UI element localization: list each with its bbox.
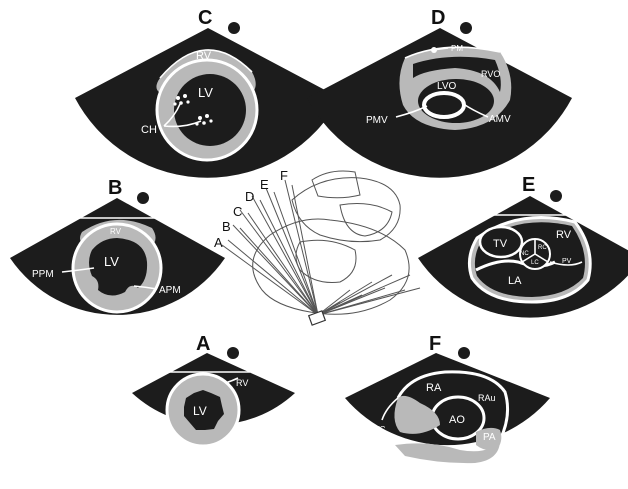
panel-e-letter: E [522, 174, 535, 196]
panel-f-label-lpa: LPA [433, 467, 449, 477]
plane-label-b: B [222, 219, 231, 234]
panel-e-label-rc: RC [538, 245, 547, 251]
panel-d-label-pm: PM [451, 44, 463, 53]
panel-a-label-rv: RV [236, 378, 248, 388]
panel-e-label-lc: LC [531, 260, 539, 266]
panel-b-label-lv: LV [104, 254, 119, 269]
plane-label-f: F [280, 168, 288, 183]
panel-c-probe-mark [228, 22, 240, 34]
panel-e-probe-mark [550, 190, 562, 202]
panel-e-label-pv: PV [562, 258, 572, 265]
transducer-icon [309, 311, 326, 325]
panel-f-label-ra: RA [426, 382, 442, 394]
panel-d-label-amv: AMV [489, 114, 511, 125]
panel-b: B RV LV PPM APM [10, 177, 225, 315]
heart-sketch [253, 171, 409, 314]
plane-label-e: E [260, 177, 269, 192]
panel-a-label-lv: LV [193, 404, 207, 418]
plane-label-d: D [245, 189, 254, 204]
panel-b-probe-mark [137, 192, 149, 204]
panel-a: A RV LV [132, 333, 295, 446]
panel-d: D PM RVO LVO PMV AMV [307, 7, 572, 178]
panel-d-label-rvo: RVO [481, 69, 500, 79]
panel-d-pm-dot [431, 47, 437, 53]
panel-f-label-ao: AO [449, 414, 465, 426]
panel-f-label-rau: RAu [478, 393, 496, 403]
panel-d-letter: D [431, 7, 445, 29]
panel-a-letter: A [196, 333, 210, 355]
panel-e-label-rv: RV [556, 229, 572, 241]
center-plane-diagram: A B C D E F [214, 168, 420, 325]
panel-e-label-nc: NC [520, 251, 529, 257]
panel-e: E TV RV NC RC LC LA PV [418, 174, 628, 318]
panel-f: F RA RAu AO PA CaVC RPA LPA [345, 333, 550, 477]
panel-e-label-la: LA [508, 275, 522, 287]
panel-f-letter: F [429, 333, 441, 355]
plane-label-c: C [233, 204, 242, 219]
panel-f-probe-mark [458, 347, 470, 359]
panel-f-label-cavc: CaVC [364, 425, 386, 434]
panel-c: C RV LV CH [75, 7, 340, 178]
panel-b-label-apm: APM [159, 285, 181, 296]
panel-f-label-rpa: RPA [376, 439, 394, 449]
panel-c-letter: C [198, 7, 212, 29]
panel-f-label-pa: PA [483, 432, 496, 443]
panel-c-label-ch: CH [141, 124, 157, 136]
panel-b-letter: B [108, 177, 122, 199]
plane-label-a: A [214, 235, 223, 250]
panel-d-label-lvo: LVO [437, 81, 456, 92]
panel-b-label-rv: RV [110, 227, 122, 236]
panel-b-label-ppm: PPM [32, 269, 54, 280]
panel-d-label-pmv: PMV [366, 115, 388, 126]
panel-e-label-tv: TV [493, 238, 508, 250]
panel-a-probe-mark [227, 347, 239, 359]
panel-c-label-lv: LV [198, 85, 213, 100]
panel-d-mitral-orifice [429, 97, 459, 113]
panel-c-label-rv: RV [196, 50, 212, 62]
panel-d-probe-mark [460, 22, 472, 34]
